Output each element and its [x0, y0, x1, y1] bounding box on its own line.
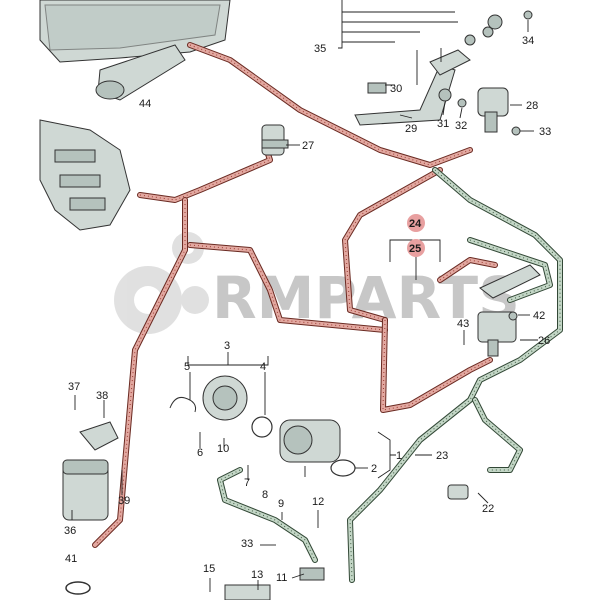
part-shapes	[62, 10, 541, 600]
solenoid-valve-28	[477, 87, 509, 133]
fitting-31	[438, 88, 452, 102]
callout-23: 23	[436, 450, 448, 462]
callout-10: 10	[217, 443, 229, 455]
callout-43: 43	[457, 318, 469, 330]
callout-41: 41	[65, 553, 77, 565]
callout-11: 11	[276, 572, 287, 584]
callout-1: 1	[396, 450, 402, 462]
callout-22: 22	[482, 503, 494, 515]
callout-39: 39	[118, 495, 130, 507]
callout-labels: 1 2 3 4 5 6 7 8 9 10 11 12 13 15 22 23 2…	[64, 35, 551, 584]
vacuum-hose-red	[92, 42, 498, 548]
vacuum-hose-green	[217, 167, 563, 583]
bracket-13	[224, 584, 271, 600]
leader-lines	[71, 0, 538, 592]
solenoid-valve-27	[261, 124, 289, 156]
callout-33-bottom: 33	[241, 538, 253, 550]
callout-9: 9	[278, 498, 284, 510]
seal-5	[169, 397, 196, 413]
callout-35: 35	[314, 43, 326, 55]
clamp-41	[65, 581, 91, 595]
clamp-11	[299, 567, 325, 581]
air-filter-housing	[39, 0, 231, 101]
callout-38: 38	[96, 390, 108, 402]
callout-4: 4	[260, 361, 266, 373]
throttle-housing-1	[279, 419, 341, 463]
callout-29: 29	[405, 123, 417, 135]
nut-33-top	[511, 126, 521, 136]
bracket-29	[354, 64, 456, 126]
callout-15: 15	[203, 563, 215, 575]
connector-30	[367, 82, 387, 94]
tee-fitting	[479, 264, 541, 299]
callout-32: 32	[455, 120, 467, 132]
nut-42	[508, 311, 518, 321]
callout-30: 30	[390, 83, 402, 95]
callout-7: 7	[244, 477, 250, 489]
callout-8: 8	[262, 489, 268, 501]
callout-44: 44	[139, 98, 151, 110]
callout-12: 12	[312, 496, 324, 508]
callout-42: 42	[533, 310, 545, 322]
highlight-24	[407, 214, 425, 232]
fittings-35	[429, 14, 503, 76]
valve-body-26	[477, 311, 517, 357]
callout-13: 13	[251, 569, 263, 581]
seal-ring-2	[330, 459, 356, 477]
callout-25: 25	[409, 243, 421, 255]
reservoir-36	[62, 459, 109, 521]
callout-36: 36	[64, 525, 76, 537]
callout-33-top: 33	[539, 126, 551, 138]
sensor-22	[447, 484, 469, 500]
highlight-25	[407, 239, 425, 257]
callout-37: 37	[68, 381, 80, 393]
callout-2: 2	[371, 463, 377, 475]
callout-6: 6	[197, 447, 203, 459]
watermark-text: RMPARTS	[212, 264, 520, 332]
nut-34	[523, 10, 533, 20]
callout-27: 27	[302, 140, 314, 152]
callout-34: 34	[522, 35, 534, 47]
callout-5: 5	[184, 361, 190, 373]
callout-26: 26	[538, 335, 550, 347]
callout-3: 3	[224, 340, 230, 352]
callout-28: 28	[526, 100, 538, 112]
gasket-4	[251, 416, 273, 438]
callout-24: 24	[409, 218, 422, 230]
fitting-32	[457, 98, 467, 108]
callout-31: 31	[437, 118, 449, 130]
throttle-body-3	[202, 375, 248, 421]
bracket-38	[79, 421, 119, 451]
intake-manifold	[39, 119, 131, 231]
